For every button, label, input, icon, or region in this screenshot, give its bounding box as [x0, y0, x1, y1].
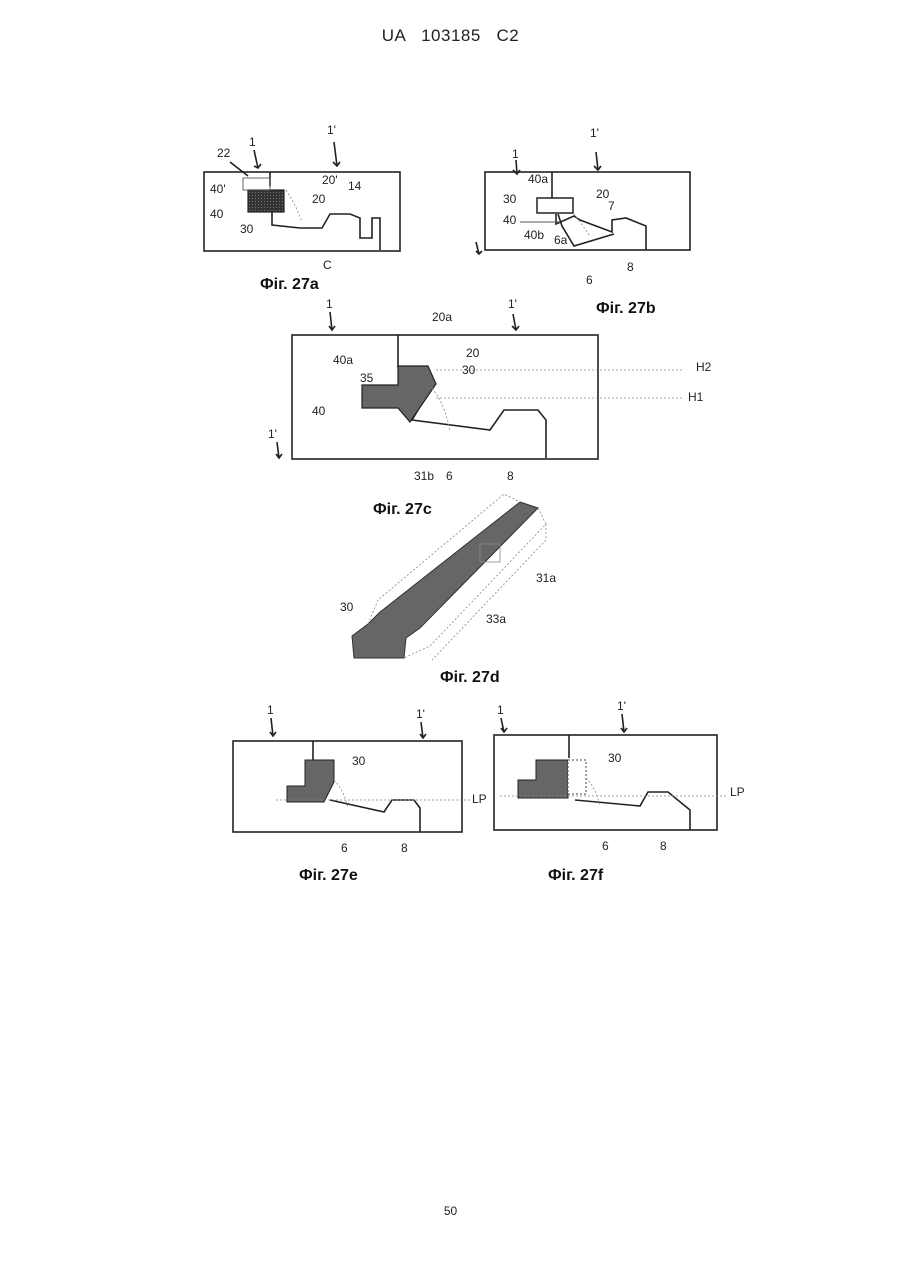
label: 22: [217, 146, 231, 160]
label: 1': [416, 707, 425, 721]
figure-27b: 1 1' 40a 30 20 7 40 40b 6a 8 6 Фіг. 27b: [476, 126, 690, 317]
caption-fig-27a: Фіг. 27a: [260, 276, 319, 293]
label: 1': [508, 297, 517, 311]
label: 30: [462, 363, 476, 377]
label: 6: [586, 273, 593, 287]
label: 7: [608, 199, 615, 213]
label: 20a: [432, 310, 452, 324]
label: 20: [312, 192, 326, 206]
label: 6: [446, 469, 453, 483]
label: 20': [322, 173, 338, 187]
label: 40a: [528, 172, 548, 186]
label: 1: [267, 703, 274, 717]
label: 20: [466, 346, 480, 360]
label: 40': [210, 182, 226, 196]
label: 40: [312, 404, 326, 418]
figure-27a: 1 1' 22 20' 14 40' 20 40 30 C Фіг. 27a: [204, 123, 400, 293]
label: 8: [507, 469, 514, 483]
label: 1': [590, 126, 599, 140]
figure-27c-labels: 1 1' 20a 40a 20 35 30 H2 H1 40 1' 31b 6 …: [268, 297, 712, 483]
figure-27e: 1 1' 30 LP 6 8 Фіг. 27e: [233, 703, 487, 884]
label: 1': [327, 123, 336, 137]
figure-27d: 31a 30 33a Фіг. 27d: [340, 494, 556, 686]
label: 1: [326, 297, 333, 311]
label: 30: [503, 192, 517, 206]
label: 6: [602, 839, 609, 853]
caption-fig-27c: Фіг. 27c: [373, 501, 432, 518]
caption-fig-27d: Фіг. 27d: [440, 669, 500, 686]
label: 8: [401, 841, 408, 855]
label: H1: [688, 390, 704, 404]
label: 6: [341, 841, 348, 855]
label: 31b: [414, 469, 434, 483]
label: 30: [340, 600, 354, 614]
label: 1: [512, 147, 519, 161]
label: 6a: [554, 233, 568, 247]
caption-fig-27f: Фіг. 27f: [548, 867, 604, 884]
label: 40: [503, 213, 517, 227]
label: LP: [730, 785, 745, 799]
label: 40b: [524, 228, 544, 242]
caption-fig-27b: Фіг. 27b: [596, 300, 656, 317]
label: H2: [696, 360, 712, 374]
label: 35: [360, 371, 374, 385]
label: C: [323, 258, 332, 272]
caption-fig-27e: Фіг. 27e: [299, 867, 358, 884]
figure-27a-labels: 1 1' 22 20' 14 40' 20 40 30 C: [210, 123, 362, 272]
figure-27c: 1 1' 20a 40a 20 35 30 H2 H1 40 1' 31b 6 …: [268, 297, 712, 518]
label: 1': [617, 699, 626, 713]
label: LP: [472, 792, 487, 806]
label: 30: [240, 222, 254, 236]
label: 40: [210, 207, 224, 221]
label: 33a: [486, 612, 506, 626]
label: 14: [348, 179, 362, 193]
label: 1': [268, 427, 277, 441]
label: 8: [660, 839, 667, 853]
label: 30: [608, 751, 622, 765]
label: 1: [249, 135, 256, 149]
label: 40a: [333, 353, 353, 367]
label: 8: [627, 260, 634, 274]
page-number: 50: [0, 1204, 901, 1218]
figure-27f: 1 1' 30 LP 6 8 Фіг. 27f: [494, 699, 745, 884]
label: 30: [352, 754, 366, 768]
label: 1: [497, 703, 504, 717]
label: 31a: [536, 571, 556, 585]
